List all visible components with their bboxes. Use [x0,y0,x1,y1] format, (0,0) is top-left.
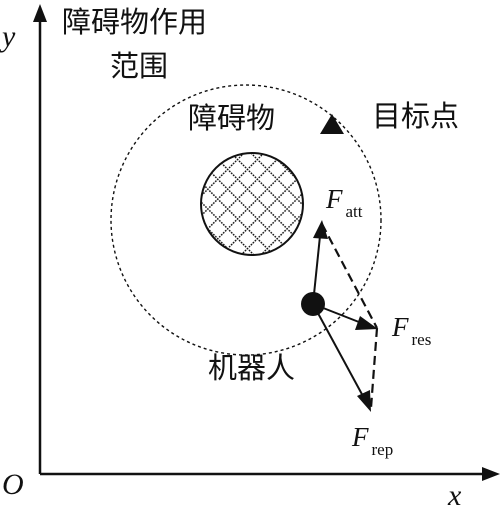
repulsive-force-subscript: rep [372,440,394,459]
obstacle-label: 障碍物 [188,101,275,135]
repulsive-force-symbol: F [351,422,369,452]
repulsive-force-shaft [312,303,365,399]
obstacle-shape [200,152,304,256]
influence-range-circle [110,84,382,356]
repulsive-force-arrowhead [357,390,371,412]
resultant-force-symbol: F [391,312,409,342]
construction-dash-att-res [321,223,378,329]
x-axis-arrowhead [482,467,500,481]
y-axis-label: y [0,20,16,53]
resultant-force-arrowhead [355,316,378,330]
target-label: 目标点 [372,99,459,133]
y-axis-arrowhead [33,4,47,22]
origin-label: O [2,468,24,501]
robot-label: 机器人 [208,351,295,385]
x-axis-label: x [447,479,462,512]
attractive-force-subscript: att [346,202,363,221]
robot-dot [301,292,325,316]
target-triangle [320,114,344,134]
construction-dash-res-rep [369,327,379,409]
influence-range-label-line2: 范围 [110,49,168,83]
influence-range-label-line1: 障碍物作用 [62,5,207,39]
resultant-force-subscript: res [412,330,432,349]
attractive-force-symbol: F [325,184,343,214]
attractive-force-arrowhead [313,220,328,239]
